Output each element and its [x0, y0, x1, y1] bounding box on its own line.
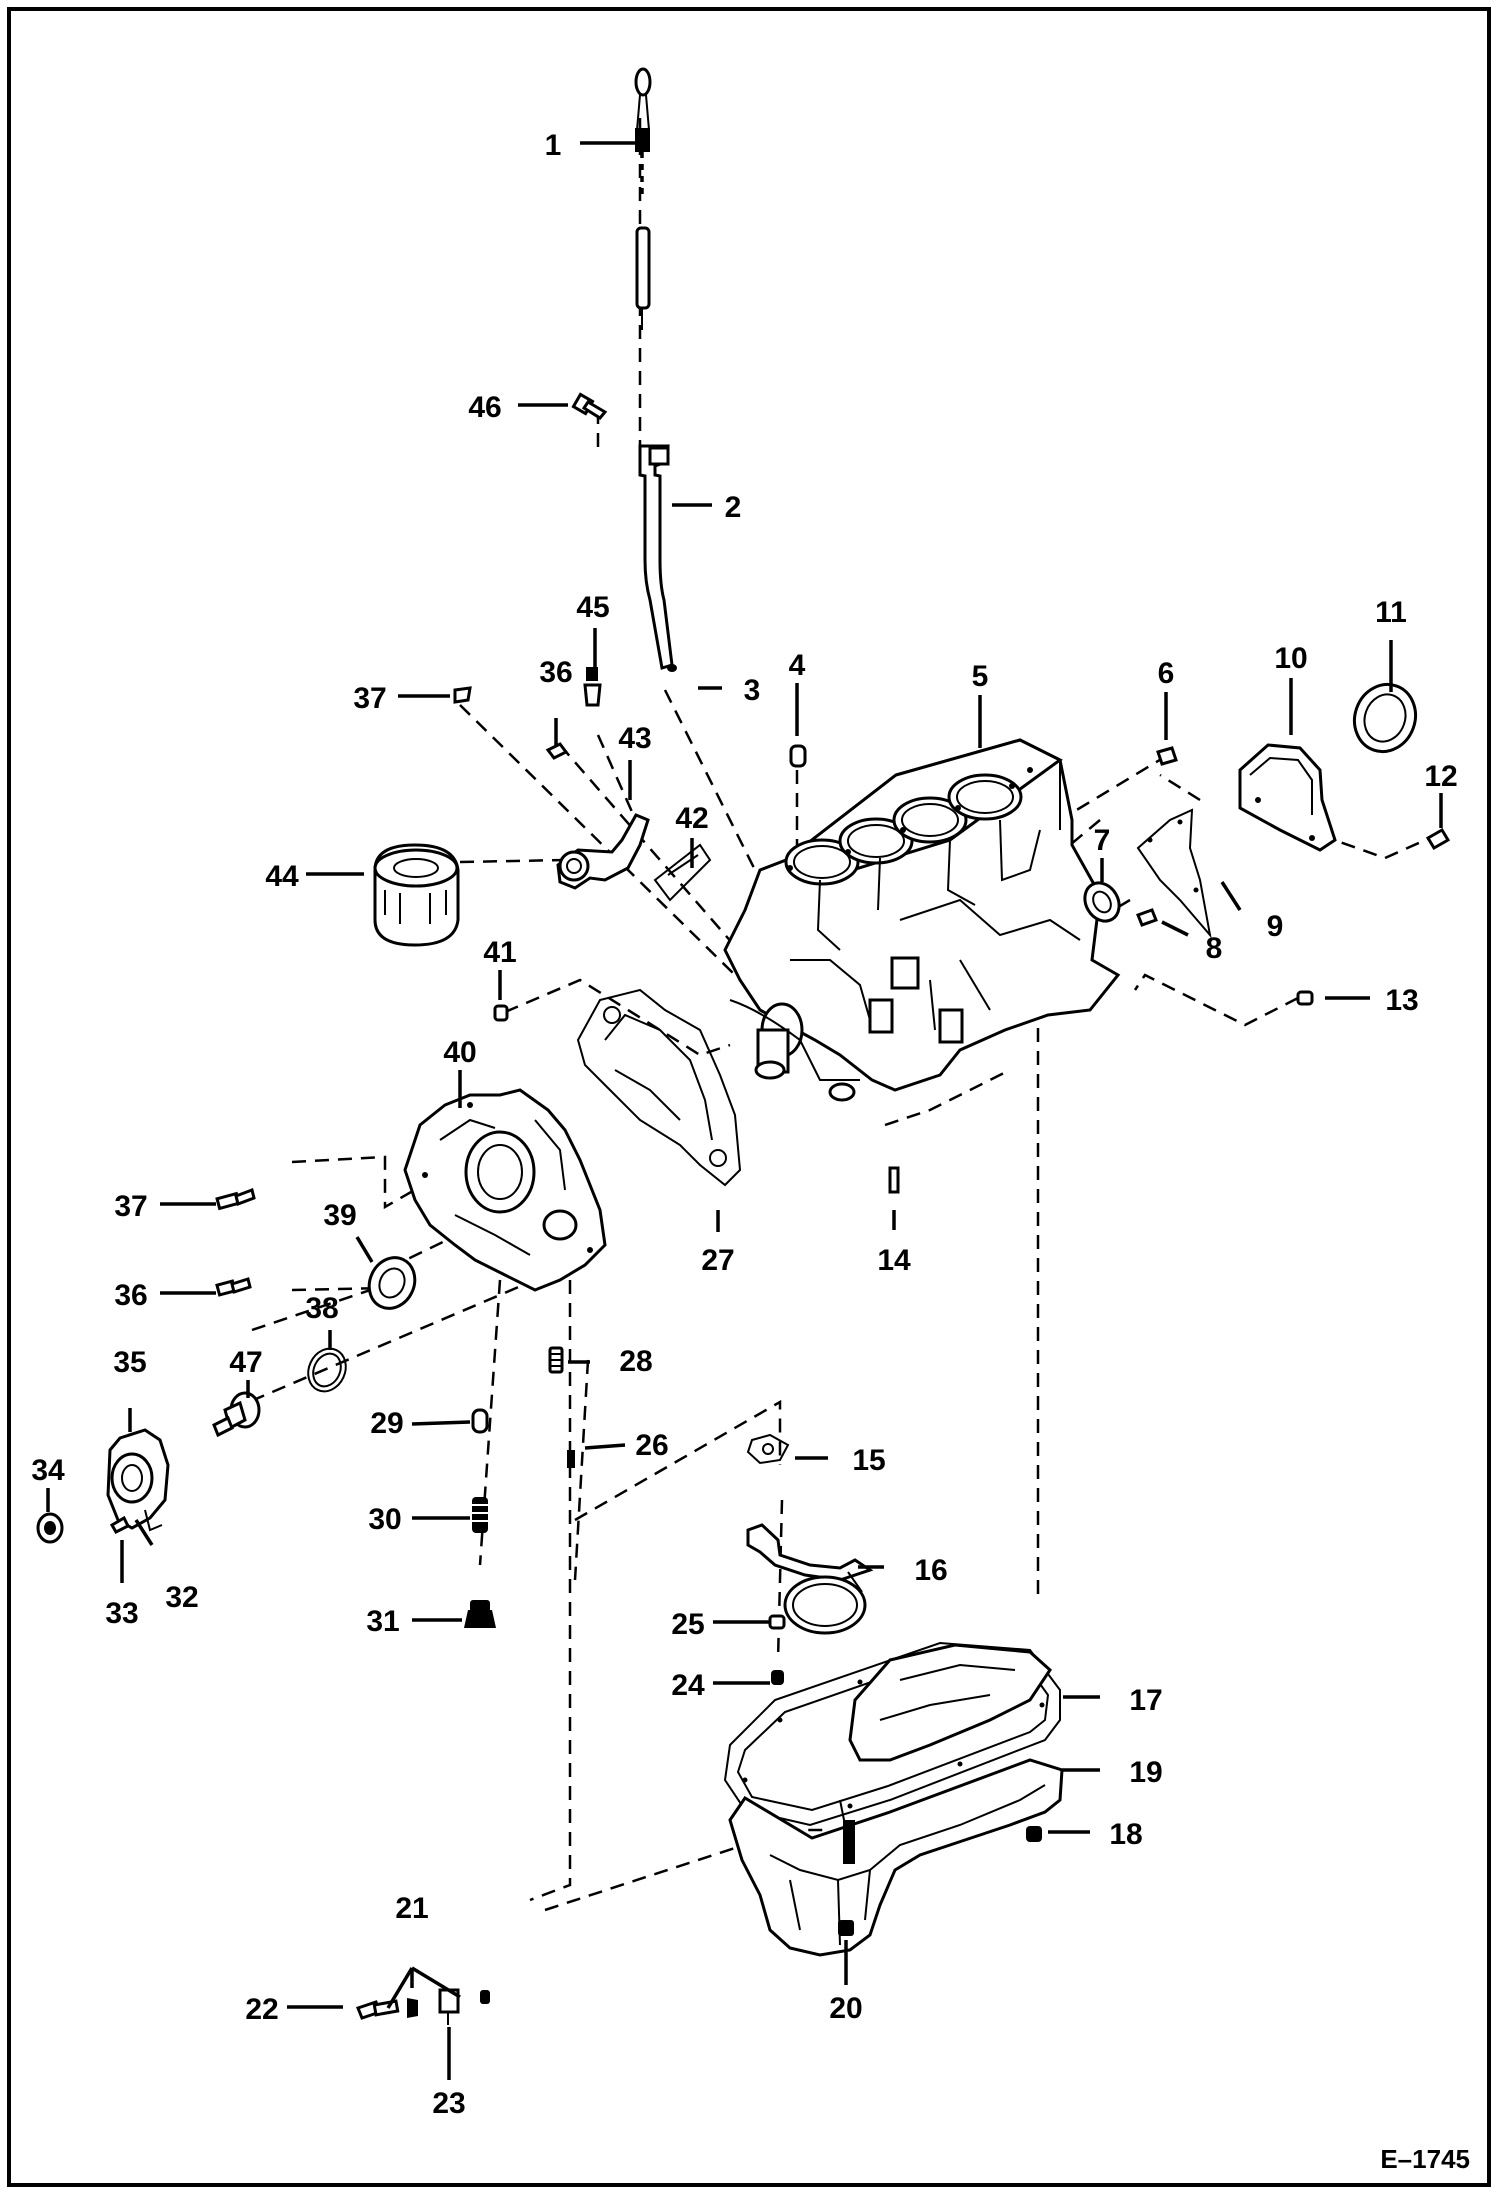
callout-7: 7 [1094, 824, 1111, 857]
callout-29: 29 [370, 1407, 403, 1440]
part-engine-block [723, 738, 1121, 1102]
callout-10: 10 [1274, 642, 1307, 675]
callout-18: 18 [1109, 1818, 1142, 1851]
callout-labels: 1 2 3 4 5 6 7 8 9 10 11 12 13 14 15 16 1… [31, 129, 1457, 2120]
callout-35: 35 [113, 1346, 146, 1379]
part-bolt-18 [1026, 1826, 1042, 1842]
callout-28: 28 [619, 1345, 652, 1378]
callout-4: 4 [789, 649, 806, 682]
callout-36-top: 36 [539, 656, 572, 689]
part-seal-34 [36, 1512, 64, 1544]
callout-1: 1 [545, 129, 562, 162]
part-bolt-46 [571, 392, 608, 420]
part-nut-24 [771, 1670, 784, 1685]
part-oil-pump-35 [106, 1428, 170, 1532]
part-gasket-9 [1136, 808, 1212, 939]
callout-16: 16 [914, 1554, 947, 1587]
callout-22: 22 [245, 1993, 278, 2026]
part-oring-38 [307, 1347, 347, 1393]
part-shaft-47 [212, 1391, 261, 1438]
callout-25: 25 [671, 1608, 704, 1641]
part-dipstick [634, 67, 652, 330]
callout-15: 15 [852, 1444, 885, 1477]
callout-11: 11 [1375, 596, 1407, 629]
part-seal-7 [1083, 881, 1121, 923]
callout-38: 38 [305, 1292, 338, 1325]
callout-46: 46 [468, 391, 501, 424]
part-seal-39 [367, 1256, 417, 1310]
part-oil-pan-19 [728, 1643, 1064, 1957]
callout-5: 5 [972, 660, 989, 693]
callout-23: 23 [432, 2087, 465, 2120]
part-plug-41 [493, 1004, 509, 1022]
part-gasket-42 [653, 843, 712, 902]
callout-12: 12 [1424, 760, 1457, 793]
part-stud-14 [888, 1166, 900, 1194]
callout-32: 32 [165, 1581, 198, 1614]
part-gasket-15 [746, 1433, 790, 1465]
callout-24: 24 [671, 1669, 705, 1702]
part-pin-8 [1136, 908, 1158, 927]
part-washer-25 [768, 1614, 786, 1630]
callout-36-side: 36 [114, 1279, 147, 1312]
part-bolt-36-side [215, 1277, 252, 1297]
part-plug-28 [548, 1346, 564, 1374]
callout-3: 3 [744, 674, 761, 707]
callout-44: 44 [265, 860, 299, 893]
part-screw-33 [109, 1515, 131, 1534]
part-plug-31 [464, 1600, 496, 1628]
callout-30: 30 [368, 1503, 401, 1536]
callout-41: 41 [483, 936, 516, 969]
callout-8: 8 [1206, 932, 1223, 965]
callout-37-side: 37 [114, 1190, 147, 1223]
part-filter-head-43 [556, 813, 650, 890]
part-pin-26 [567, 1450, 575, 1468]
part-oil-strainer-16 [746, 1523, 874, 1635]
part-bolt-36-top [545, 742, 569, 760]
part-bolt-12 [1425, 827, 1451, 851]
callout-14: 14 [877, 1244, 911, 1277]
callout-6: 6 [1158, 657, 1175, 690]
part-rear-seal-housing-10 [1238, 743, 1337, 852]
part-drain-fitting-21-23 [356, 1968, 490, 2025]
callout-21: 21 [395, 1892, 428, 1925]
figure-code: E–1745 [1380, 2144, 1470, 2174]
part-plug-4 [789, 744, 807, 768]
part-bolt-37-top [453, 686, 472, 704]
callout-9: 9 [1267, 910, 1284, 943]
part-gasket-27 [576, 988, 742, 1187]
callout-40: 40 [443, 1036, 476, 1069]
callout-20: 20 [829, 1992, 862, 2025]
callout-19: 19 [1129, 1756, 1162, 1789]
callout-42: 42 [675, 802, 708, 835]
part-dipstick-guide-tube [638, 444, 677, 672]
callout-37-top: 37 [353, 682, 386, 715]
part-pin-6 [1156, 746, 1178, 766]
callout-34: 34 [31, 1454, 65, 1487]
leader-lines [46, 141, 1443, 2080]
callout-17: 17 [1129, 1684, 1162, 1717]
part-bolt-37-side [215, 1188, 256, 1211]
part-valve-29 [471, 1408, 489, 1434]
part-plug-13 [1296, 990, 1314, 1006]
callout-27: 27 [701, 1244, 734, 1277]
part-sender-45 [583, 667, 602, 707]
callout-31: 31 [366, 1605, 399, 1638]
callout-43: 43 [618, 722, 651, 755]
callout-33: 33 [105, 1597, 138, 1630]
callout-47: 47 [229, 1346, 262, 1379]
part-drain-plug-20 [838, 1920, 854, 1936]
callout-39: 39 [323, 1199, 356, 1232]
callout-26: 26 [635, 1429, 668, 1462]
callout-13: 13 [1385, 984, 1418, 1017]
part-front-cover-40 [403, 1088, 607, 1292]
callout-2: 2 [725, 491, 742, 524]
callout-45: 45 [576, 591, 609, 624]
part-spring-30 [472, 1497, 488, 1533]
part-oil-filter-44 [373, 843, 460, 947]
part-rear-seal-11 [1353, 682, 1417, 754]
